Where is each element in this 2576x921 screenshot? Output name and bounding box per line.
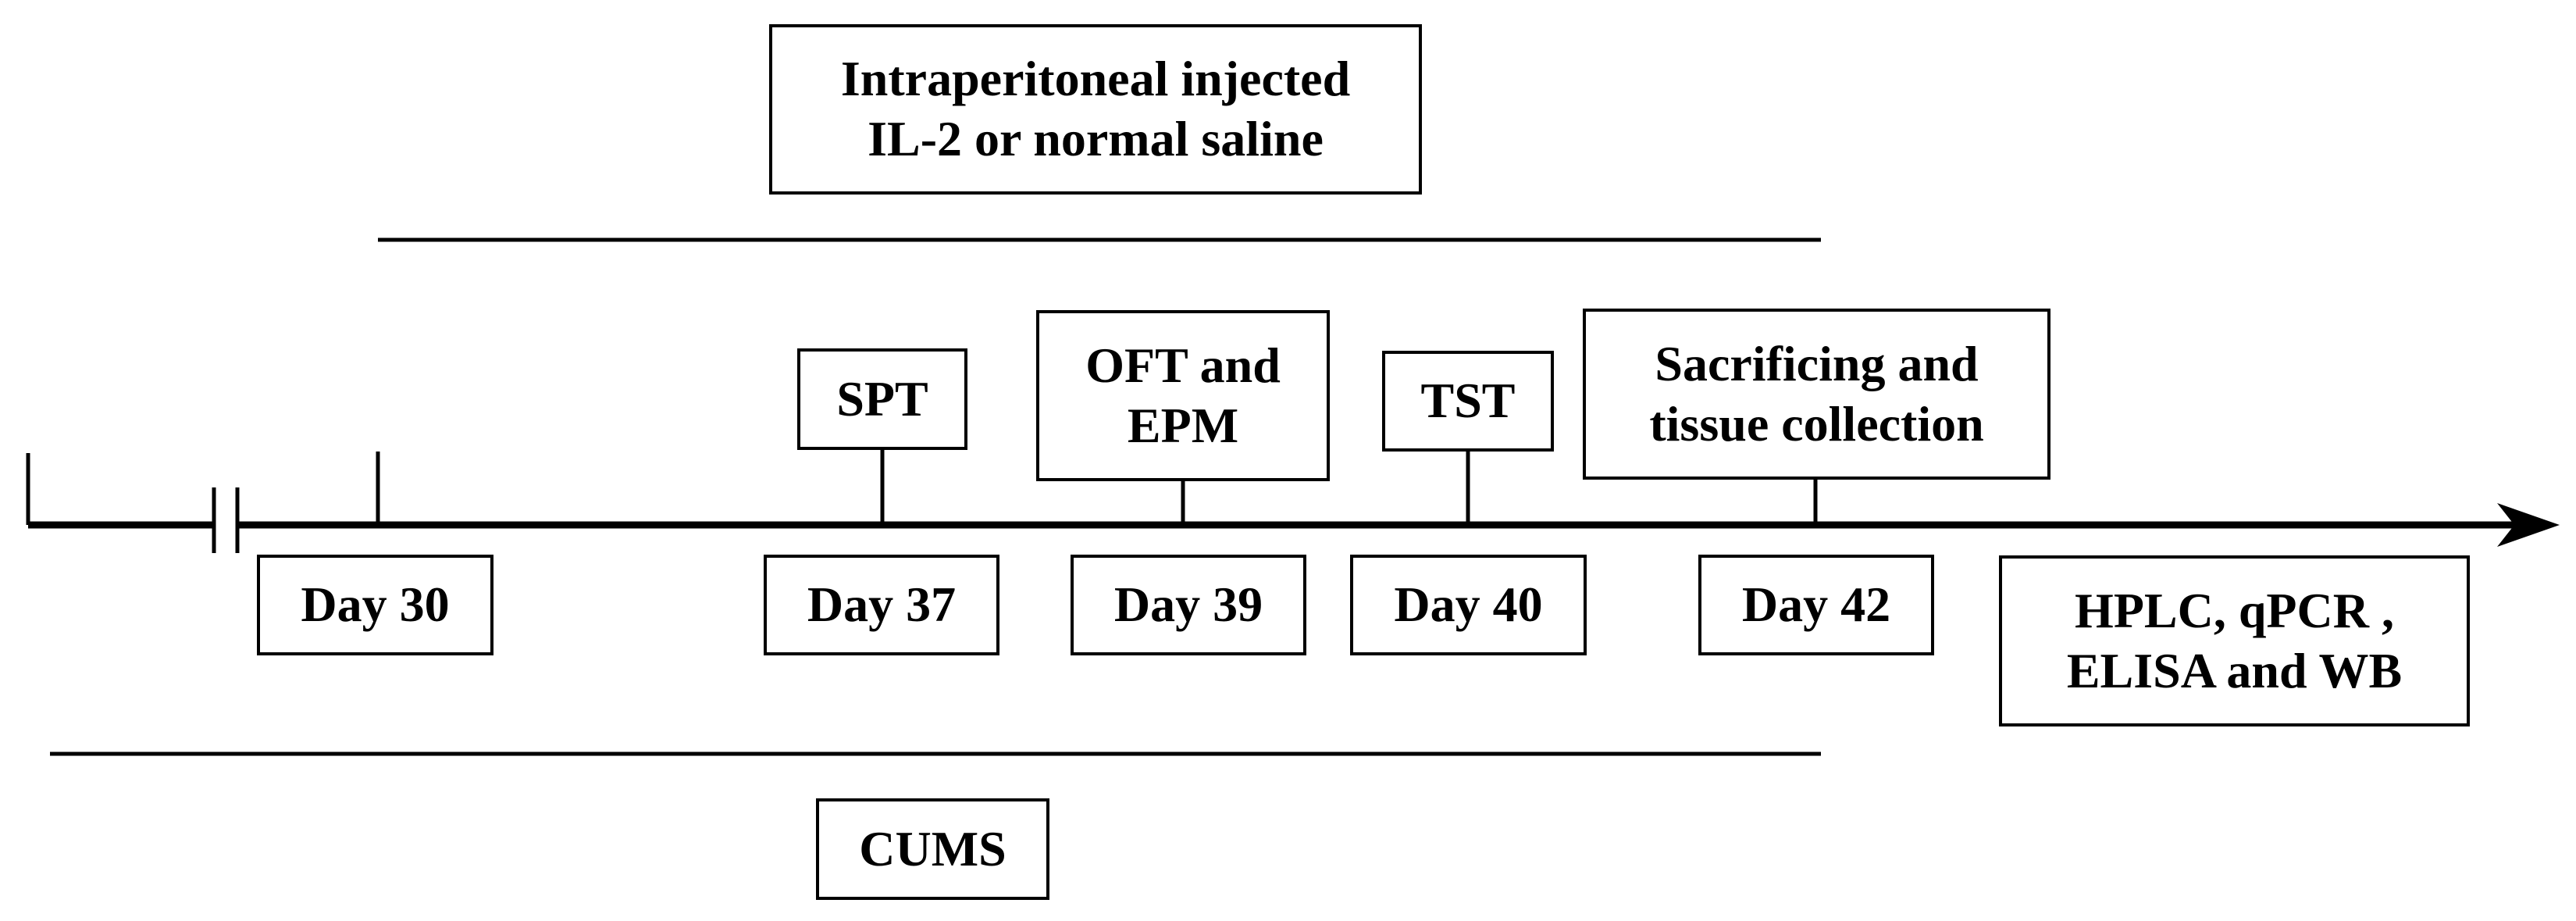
day-37-box: Day 37 [764, 555, 999, 655]
cums-box: CUMS [816, 798, 1049, 900]
spt-box: SPT [797, 348, 967, 450]
injection-box: Intraperitoneal injected IL-2 or normal … [769, 24, 1422, 195]
timeline-arrowhead [2497, 503, 2560, 547]
day-39-box: Day 39 [1071, 555, 1306, 655]
analysis-box: HPLC, qPCR , ELISA and WB [1999, 555, 2470, 726]
day-42-box: Day 42 [1698, 555, 1934, 655]
day-30-box: Day 30 [257, 555, 493, 655]
tst-box: TST [1382, 351, 1554, 452]
sacrifice-box: Sacrificing and tissue collection [1583, 309, 2050, 480]
day-40-box: Day 40 [1350, 555, 1587, 655]
oft-epm-box: OFT and EPM [1036, 310, 1330, 481]
